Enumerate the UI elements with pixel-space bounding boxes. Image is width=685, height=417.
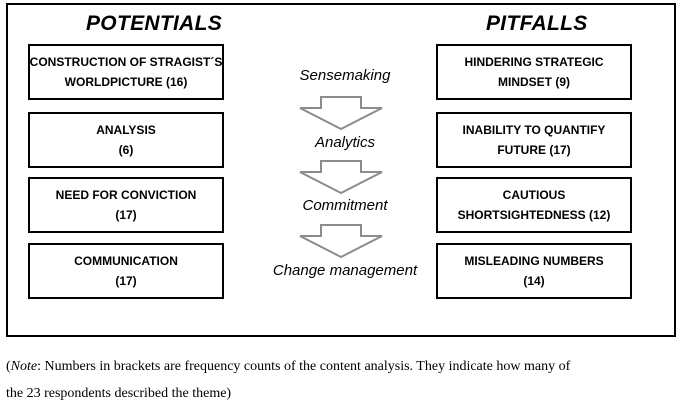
note-text: : Numbers in brackets are frequency coun… [37, 359, 571, 374]
box-text-line: MISLEADING NUMBERS [464, 254, 604, 268]
potential-box-worldpicture: CONSTRUCTION OF STRAGIST´S WORLDPICTURE … [28, 44, 224, 100]
box-text-line: WORLDPICTURE (16) [64, 75, 188, 89]
potentials-heading: POTENTIALS [86, 12, 223, 35]
box-text-line: CONSTRUCTION OF STRAGIST´S [29, 55, 223, 69]
pitfalls-heading: PITFALLS [486, 12, 588, 35]
figure-note-line-2: the 23 respondents described the theme) [6, 386, 232, 401]
pitfall-box-misleading: MISLEADING NUMBERS (14) [436, 243, 632, 299]
box-text-line: COMMUNICATION [74, 254, 178, 268]
box-text-line: (17) [115, 208, 137, 222]
box-text-line: MINDSET (9) [498, 75, 570, 89]
potential-box-communication: COMMUNICATION (17) [28, 243, 224, 299]
figure-note-line-1: (Note: Numbers in brackets are frequency… [6, 359, 571, 374]
box-text-line: SHORTSIGHTEDNESS (12) [457, 208, 611, 222]
stage-label-sensemaking: Sensemaking [299, 67, 391, 84]
pitfall-box-quantify: INABILITY TO QUANTIFY FUTURE (17) [436, 112, 632, 168]
pitfall-box-mindset: HINDERING STRATEGIC MINDSET (9) [436, 44, 632, 100]
box-text-line: (6) [118, 143, 134, 157]
box-text-line: (14) [523, 274, 545, 288]
down-arrow-icon [299, 224, 383, 258]
stage-label-analytics: Analytics [314, 134, 376, 151]
box-text-line: NEED FOR CONVICTION [55, 188, 197, 202]
box-text-line: (17) [115, 274, 137, 288]
potential-box-analysis: ANALYSIS (6) [28, 112, 224, 168]
box-text-line: ANALYSIS [96, 123, 156, 137]
stage-label-change-management: Change management [272, 262, 418, 279]
box-text-line: CAUTIOUS [502, 188, 566, 202]
box-text-line: FUTURE (17) [497, 143, 571, 157]
diagram-frame [6, 3, 676, 337]
box-text-line: HINDERING STRATEGIC [464, 55, 604, 69]
potential-box-conviction: NEED FOR CONVICTION (17) [28, 177, 224, 233]
down-arrow-icon [299, 160, 383, 194]
box-text-line: INABILITY TO QUANTIFY [462, 123, 606, 137]
down-arrow-icon [299, 96, 383, 130]
stage-label-commitment: Commitment [302, 197, 388, 214]
note-label: Note [10, 359, 38, 374]
pitfall-box-shortsightedness: CAUTIOUS SHORTSIGHTEDNESS (12) [436, 177, 632, 233]
